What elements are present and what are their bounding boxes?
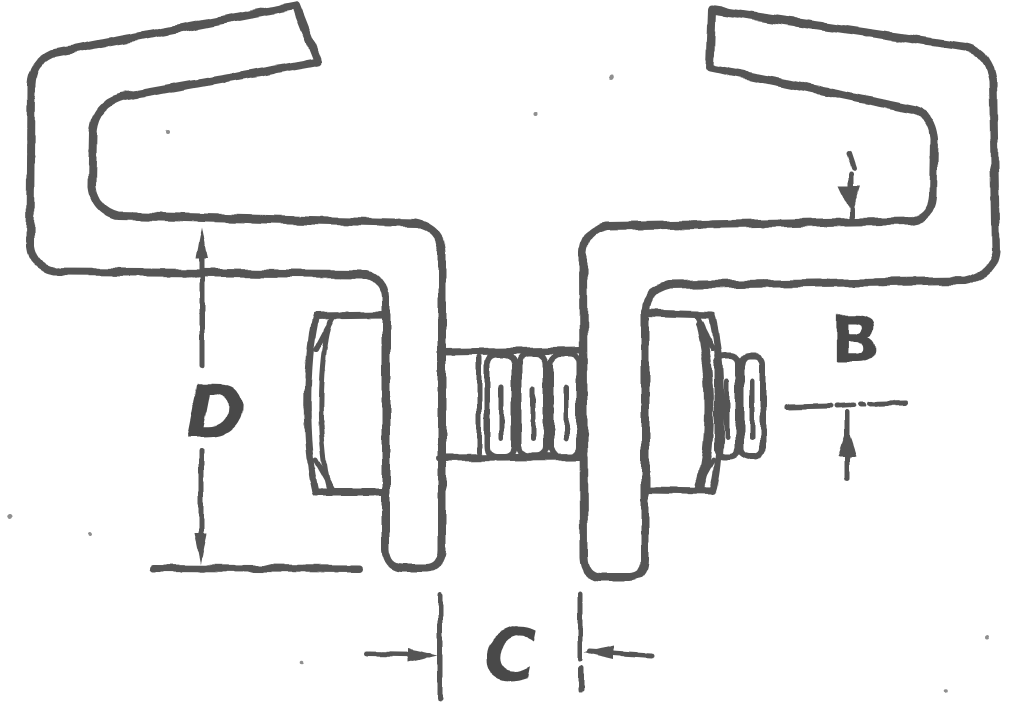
left-nut: [304, 311, 391, 496]
dimension-b: B: [785, 150, 909, 482]
scan-noise-specks: [7, 74, 990, 692]
left-clamp-jaw: [26, 2, 446, 572]
thread-lobe: [484, 351, 517, 460]
arrow-up-icon: [838, 428, 856, 456]
dim-b-tick: [846, 150, 857, 171]
thread-lobe: [738, 353, 766, 460]
arrow-up-icon: [196, 227, 208, 258]
dim-d-label: D: [186, 370, 246, 454]
dim-d-baseline: [148, 564, 364, 573]
rod-top-line: [438, 346, 585, 356]
nut-chamfer: [313, 457, 336, 493]
centerline-dash: [785, 403, 833, 410]
arrow-right-icon: [408, 648, 438, 662]
thread-lobe: [548, 351, 582, 460]
dim-c-label: C: [484, 613, 537, 697]
dimension-d: D: [148, 227, 364, 573]
centerline-dash: [833, 402, 856, 409]
arrow-down-icon: [195, 533, 207, 564]
nut-chamfer: [694, 457, 716, 492]
arrow-left-icon: [584, 645, 614, 659]
nut-crown-line: [695, 320, 714, 490]
nut-crown-line: [318, 319, 333, 490]
arrow-down-icon: [838, 186, 860, 214]
nut-chamfer: [694, 314, 716, 351]
rod-end-threads: [714, 353, 766, 460]
right-nut: [642, 309, 725, 495]
centerline-dash: [866, 400, 909, 407]
nut-chamfer: [313, 315, 336, 353]
thread-lobe: [516, 351, 549, 460]
dimension-c: C: [364, 590, 655, 701]
threaded-rod: [436, 346, 585, 462]
dim-b-label: B: [831, 304, 880, 378]
right-clamp-jaw: [579, 6, 1000, 581]
